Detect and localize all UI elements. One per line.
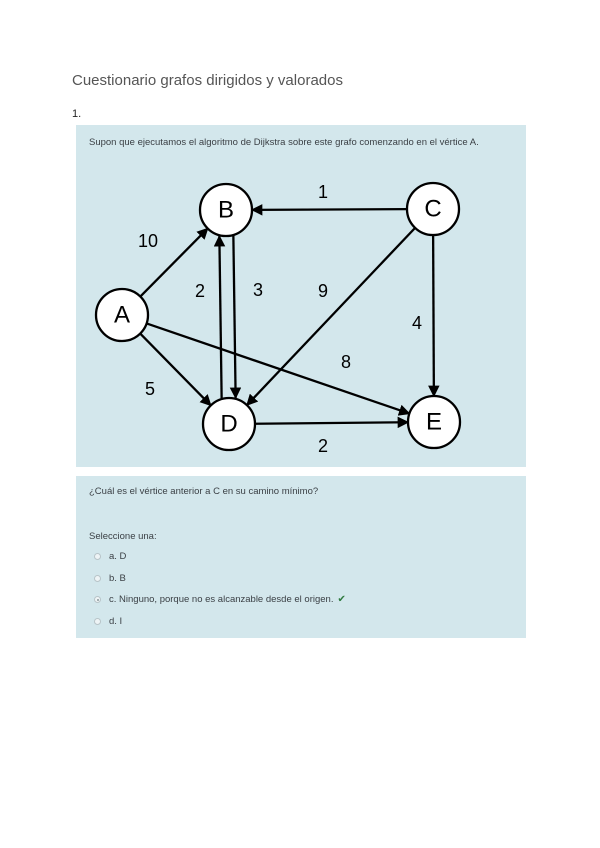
option-d[interactable]: d. I [94,611,346,633]
sub-question: ¿Cuál es el vértice anterior a C en su c… [89,486,319,497]
node-label-c: C [424,195,441,222]
edge-weight-a-e: 8 [341,352,351,372]
question-panel: Supon que ejecutamos el algoritmo de Dij… [76,125,526,467]
option-d-label: d. I [109,615,123,627]
document-title: Cuestionario grafos dirigidos y valorado… [72,72,343,89]
edge-weight-c-e: 4 [412,313,422,333]
options-list: a. D b. B c. Ninguno, porque no es alcan… [94,546,346,632]
edge-weight-c-b: 1 [318,182,328,202]
radio-b[interactable] [94,574,101,582]
edge-a-d [139,332,212,407]
edge-a-b [139,227,209,298]
edge-weight-b-d: 2 [195,281,205,301]
edge-weight-d-b: 3 [253,280,263,300]
question-prompt: Supon que ejecutamos el algoritmo de Dij… [89,137,479,148]
edge-weight-a-b: 10 [138,231,158,251]
edge-c-d [246,227,416,406]
option-a[interactable]: a. D [94,546,346,568]
option-a-label: a. D [109,551,127,563]
node-label-d: D [220,410,237,437]
radio-d[interactable] [94,617,101,625]
edge-b-d [229,235,242,400]
node-a: A [94,287,150,343]
edge-d-b [213,234,226,399]
node-c: C [405,181,461,237]
option-c[interactable]: c. Ninguno, porque no es alcanzable desd… [94,589,346,611]
answer-panel: ¿Cuál es el vértice anterior a C en su c… [76,476,526,638]
edge-d-e [254,416,410,429]
radio-c[interactable] [94,596,101,604]
node-d: D [201,396,257,452]
edge-c-e [428,234,440,398]
node-e: E [406,394,462,450]
node-b: B [198,182,254,238]
edge-c-b [250,204,408,216]
option-b-label: b. B [109,572,126,584]
edge-a-e [146,322,411,416]
edge-weight-c-d: 9 [318,281,328,301]
node-label-a: A [114,301,130,328]
option-b[interactable]: b. B [94,568,346,590]
edge-weight-a-d: 5 [145,379,155,399]
radio-a[interactable] [94,553,101,561]
question-number: 1. [72,108,82,120]
edge-weight-d-e: 2 [318,436,328,456]
check-icon: ✔ [337,594,346,606]
option-c-label: c. Ninguno, porque no es alcanzable desd… [109,594,334,606]
node-label-e: E [426,408,442,435]
graph-diagram: A B C D E 10 5 8 2 3 1 9 4 2 [94,181,462,456]
select-label: Seleccione una: [89,531,157,542]
node-label-b: B [218,196,234,223]
